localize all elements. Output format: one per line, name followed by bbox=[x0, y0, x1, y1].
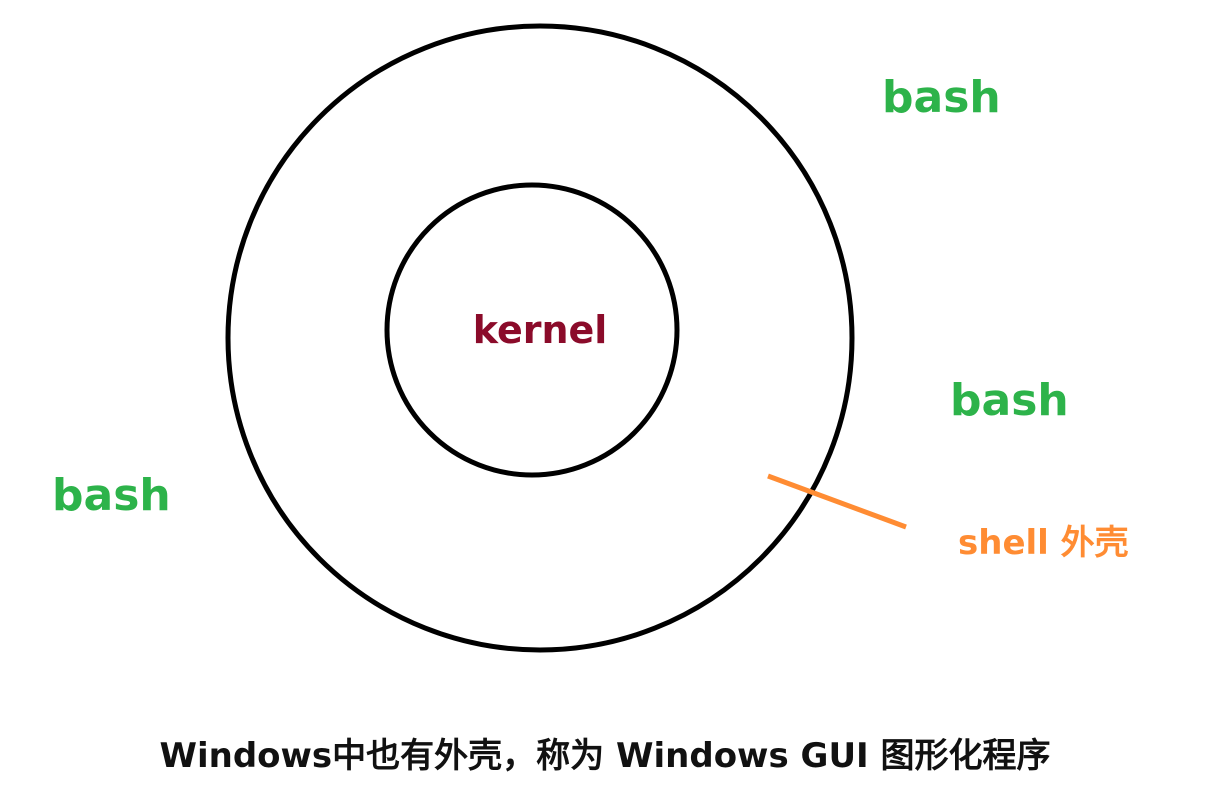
bash-label-mid-right: bash bbox=[950, 375, 1069, 426]
shell-pointer-line bbox=[767, 473, 907, 530]
bash-label-left: bash bbox=[52, 470, 171, 521]
outer-shell-ring bbox=[225, 23, 855, 653]
kernel-label: kernel bbox=[473, 308, 608, 352]
caption: Windows中也有外壳，称为 Windows GUI 图形化程序 bbox=[159, 736, 1051, 776]
shell-label: shell 外壳 bbox=[958, 523, 1129, 563]
bash-label-top-right: bash bbox=[882, 72, 1001, 123]
inner-kernel-ring bbox=[384, 182, 680, 478]
